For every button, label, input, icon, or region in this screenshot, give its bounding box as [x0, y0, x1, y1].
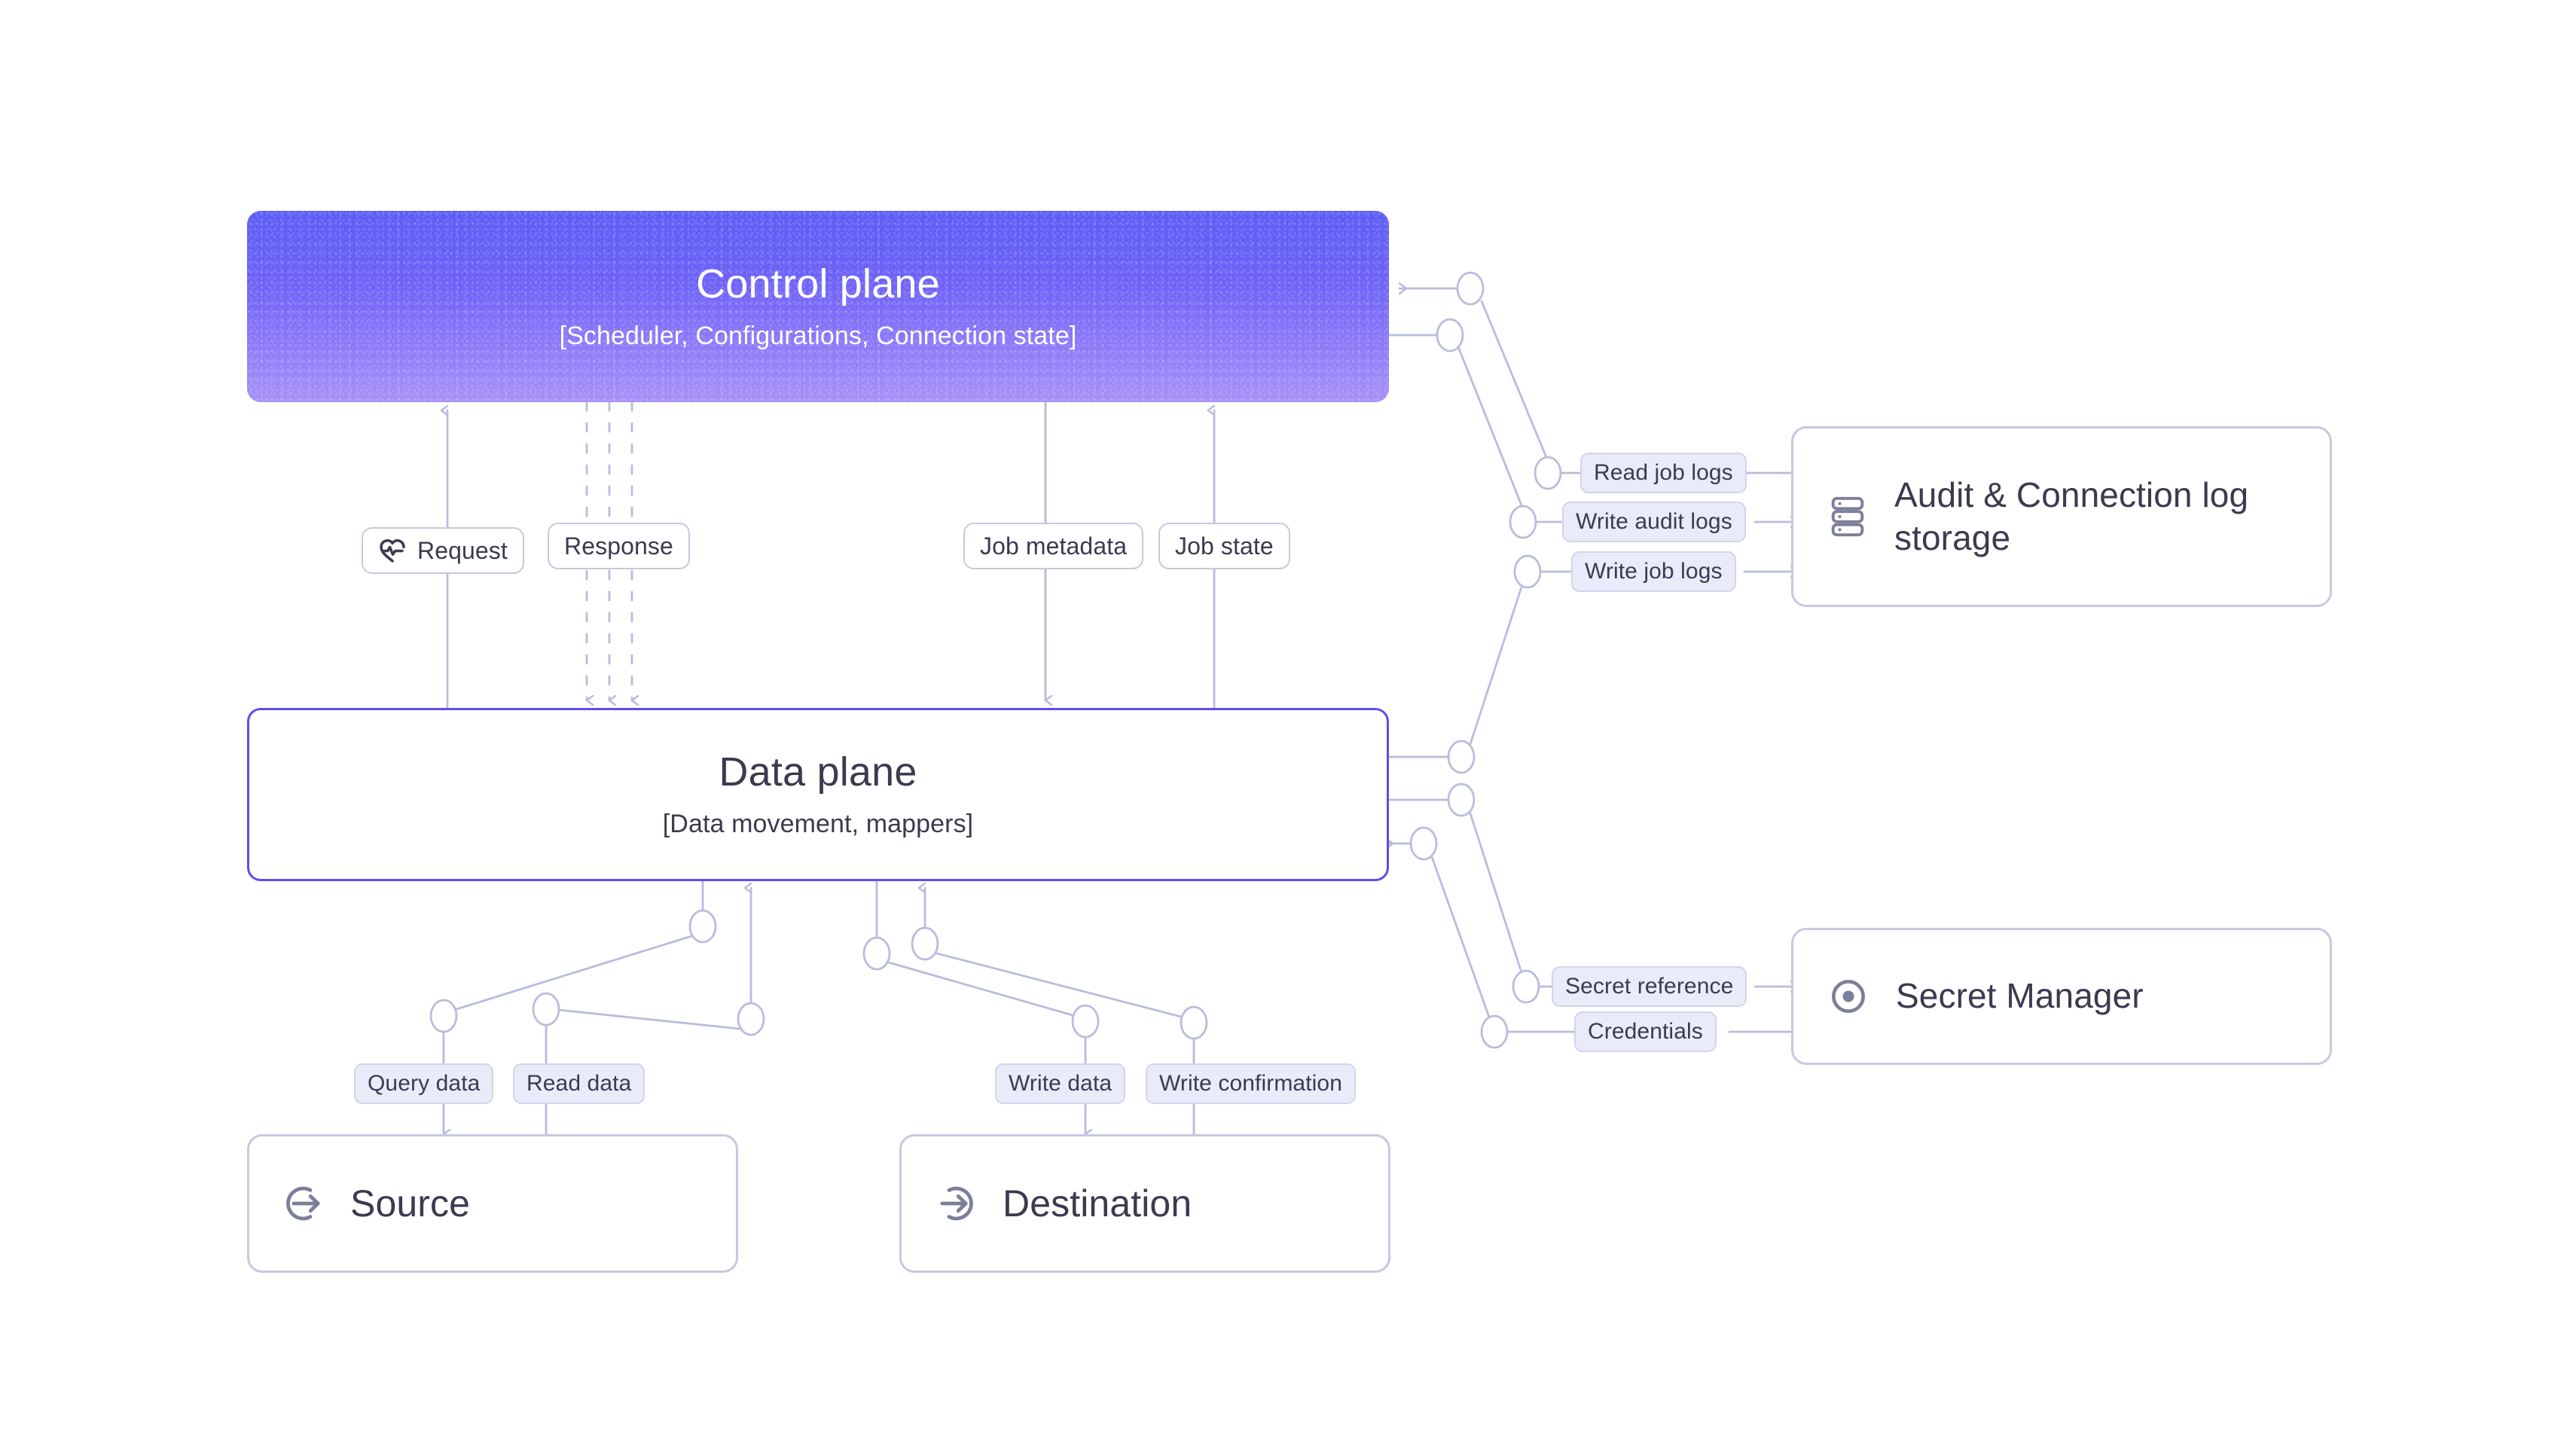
edge-label-secret-reference[interactable]: Secret reference — [1552, 966, 1747, 1007]
secret-manager-card[interactable]: Secret Manager — [1791, 928, 2332, 1065]
edge-label-job-metadata-text: Job metadata — [980, 532, 1128, 560]
edge-label-read-data[interactable]: Read data — [513, 1063, 646, 1104]
control-plane-box[interactable]: Control plane [Scheduler, Configurations… — [247, 211, 1389, 402]
destination-card[interactable]: Destination — [899, 1134, 1390, 1273]
wire-read-diag — [557, 1008, 741, 1030]
edge-label-request-text: Request — [417, 536, 508, 564]
edge-label-write-confirmation-text: Write confirmation — [1159, 1071, 1342, 1096]
node-dot-read-bot — [532, 992, 560, 1027]
edge-label-write-data[interactable]: Write data — [995, 1063, 1126, 1104]
edge-label-read-data-text: Read data — [526, 1071, 632, 1096]
source-title: Source — [350, 1182, 471, 1225]
edge-label-job-metadata[interactable]: Job metadata — [963, 523, 1144, 569]
wire-dp-diag-2 — [1469, 812, 1528, 988]
edge-label-request[interactable]: Request — [362, 527, 524, 574]
node-dot-cp-1 — [1456, 271, 1485, 306]
audit-log-storage-title: Audit & Connection log storage — [1894, 474, 2249, 558]
node-dot-dp-3 — [1409, 826, 1438, 861]
node-dot-query-top — [688, 909, 717, 944]
edge-label-job-state-text: Job state — [1175, 532, 1274, 560]
edge-label-write-data-text: Write data — [1009, 1071, 1113, 1096]
node-dot-writejoblogs — [1513, 554, 1542, 589]
edge-label-response-text: Response — [564, 532, 673, 560]
secret-manager-title: Secret Manager — [1896, 976, 2144, 1016]
edge-label-response[interactable]: Response — [548, 523, 690, 569]
node-dot-writeauditlogs — [1509, 505, 1537, 539]
node-dot-write-top — [862, 936, 891, 971]
node-dot-credentials — [1480, 1014, 1509, 1049]
edge-label-write-job-logs-text: Write job logs — [1585, 559, 1723, 584]
destination-title: Destination — [1003, 1182, 1192, 1225]
source-card[interactable]: Source — [247, 1134, 738, 1273]
control-plane-subtitle: [Scheduler, Configurations, Connection s… — [559, 322, 1077, 351]
edge-label-query-data[interactable]: Query data — [354, 1063, 494, 1104]
server-stack-icon — [1828, 495, 1867, 538]
wire-confirm-diag — [935, 952, 1183, 1018]
edge-label-read-job-logs[interactable]: Read job logs — [1580, 453, 1747, 493]
wire-write-diag — [887, 961, 1074, 1017]
wire-query-diag — [455, 935, 693, 1011]
wire-cp-diag-1 — [1480, 300, 1549, 462]
data-plane-box[interactable]: Data plane [Data movement, mappers] — [247, 708, 1389, 881]
arrow-out-circle-icon — [282, 1182, 325, 1225]
edge-label-write-confirmation[interactable]: Write confirmation — [1146, 1063, 1356, 1104]
node-dot-write-bot — [1071, 1004, 1100, 1039]
data-plane-title: Data plane — [719, 749, 917, 795]
edge-label-read-job-logs-text: Read job logs — [1594, 460, 1733, 485]
edge-label-credentials[interactable]: Credentials — [1574, 1011, 1717, 1052]
control-plane-title: Control plane — [696, 261, 940, 307]
node-dot-dp-2 — [1447, 782, 1476, 817]
edge-label-write-job-logs[interactable]: Write job logs — [1571, 551, 1736, 592]
edge-label-write-audit-logs[interactable]: Write audit logs — [1562, 502, 1746, 542]
edge-label-credentials-text: Credentials — [1588, 1019, 1703, 1044]
node-dot-readjoblogs — [1534, 456, 1562, 490]
wire-cp-diag-2 — [1457, 347, 1525, 511]
wire-dp-diag-3 — [1430, 856, 1496, 1033]
edge-label-write-audit-logs-text: Write audit logs — [1576, 509, 1732, 534]
audit-log-storage-card[interactable]: Audit & Connection log storage — [1791, 426, 2332, 607]
node-dot-confirm-top — [911, 926, 939, 961]
node-dot-confirm-bot — [1180, 1005, 1208, 1040]
wire-dp-diag-1 — [1469, 567, 1529, 746]
edge-label-query-data-text: Query data — [368, 1071, 481, 1096]
edge-label-secret-reference-text: Secret reference — [1565, 974, 1734, 999]
heartbeat-icon — [378, 538, 407, 563]
edge-label-job-state[interactable]: Job state — [1158, 523, 1290, 569]
node-dot-read-top — [737, 1002, 765, 1036]
eye-target-icon — [1828, 976, 1869, 1017]
node-dot-query-bot — [429, 999, 458, 1033]
node-dot-dp-1 — [1447, 740, 1476, 774]
node-dot-secretref — [1512, 969, 1540, 1004]
arrow-in-circle-icon — [935, 1182, 977, 1225]
node-dot-cp-2 — [1436, 318, 1464, 352]
data-plane-subtitle: [Data movement, mappers] — [662, 810, 974, 839]
